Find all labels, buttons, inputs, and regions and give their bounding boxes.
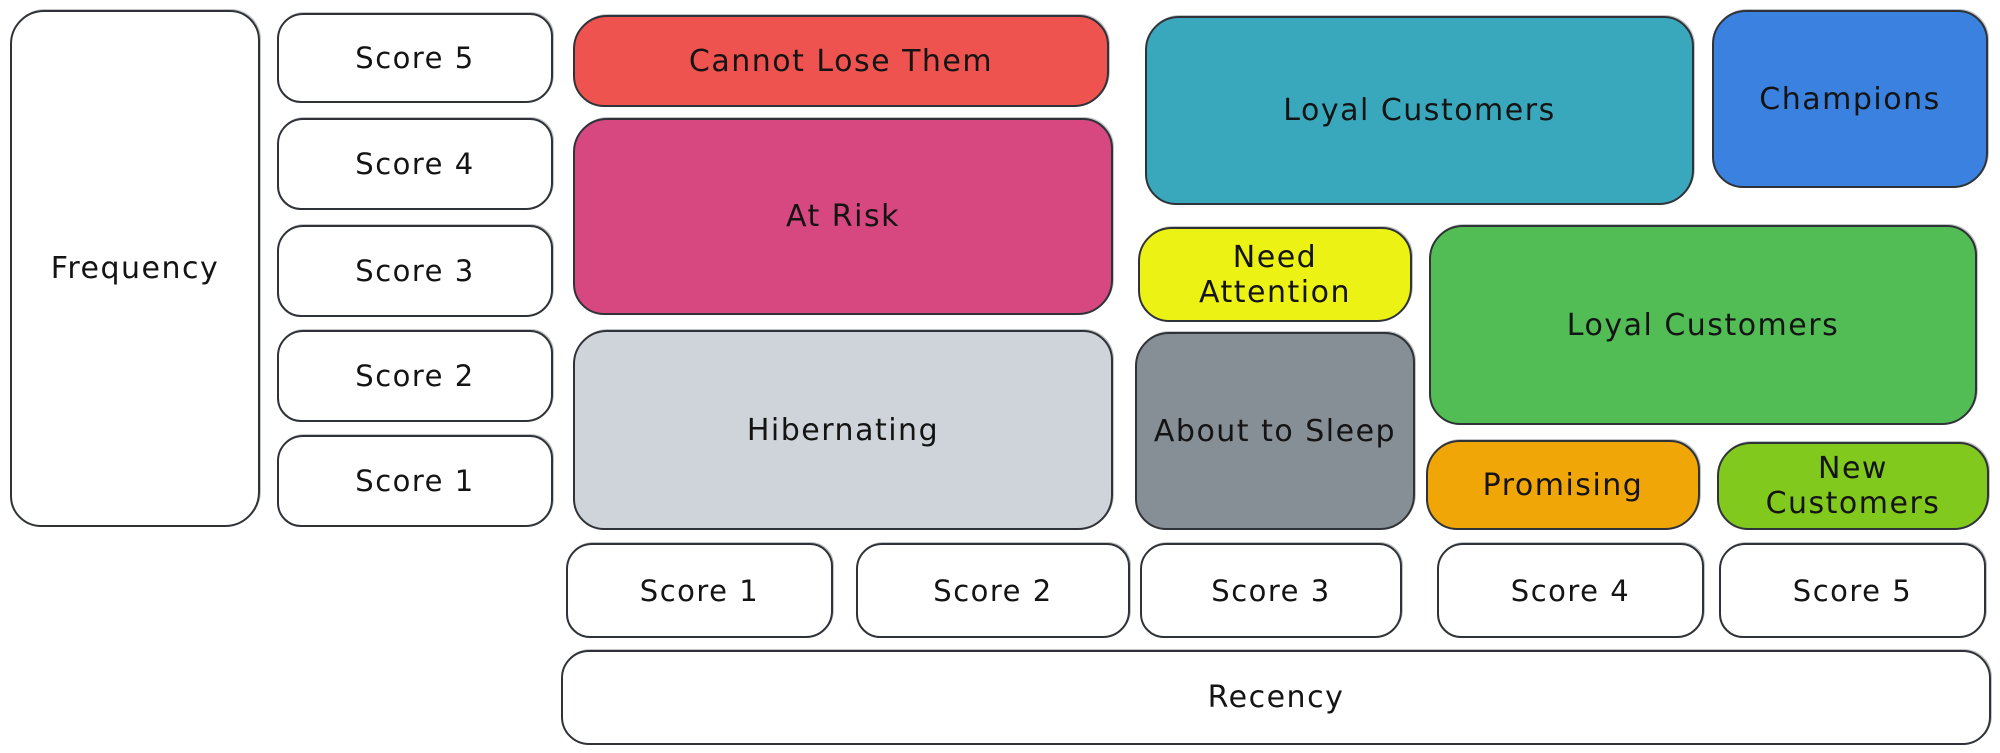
segment-at-risk: At Risk — [573, 118, 1113, 315]
segment-label: New Customers — [1765, 451, 1941, 521]
segment-new-customers: New Customers — [1717, 442, 1989, 530]
recency-score-3: Score 3 — [1140, 543, 1402, 638]
recency-score-5: Score 5 — [1719, 543, 1986, 638]
segment-label: Loyal Customers — [1283, 93, 1556, 128]
segment-champions: Champions — [1712, 10, 1988, 188]
segment-hibernating: Hibernating — [573, 330, 1113, 530]
frequency-score-3: Score 3 — [277, 225, 553, 317]
segment-label: Need Attention — [1199, 239, 1351, 310]
segment-label: Loyal Customers — [1566, 307, 1840, 343]
frequency-score-1: Score 1 — [277, 435, 553, 527]
frequency-axis-label: Frequency — [10, 10, 260, 527]
score-label: Score 2 — [933, 573, 1053, 608]
segment-promising: Promising — [1426, 440, 1700, 530]
segment-label: Cannot Lose Them — [688, 43, 994, 79]
score-label: Score 2 — [355, 359, 475, 393]
frequency-score-2: Score 2 — [277, 330, 553, 422]
axis-label-text: Recency — [1207, 680, 1345, 715]
recency-score-4: Score 4 — [1437, 543, 1704, 638]
segment-label: Champions — [1759, 81, 1941, 117]
axis-label-text: Frequency — [50, 251, 220, 286]
segment-need-attention: Need Attention — [1138, 227, 1412, 322]
segment-cannot-lose-them: Cannot Lose Them — [573, 15, 1109, 107]
segment-label: Promising — [1482, 467, 1644, 503]
recency-score-1: Score 1 — [566, 543, 833, 638]
score-label: Score 1 — [639, 573, 760, 608]
segment-label: At Risk — [786, 199, 900, 234]
segment-label: About to Sleep — [1153, 413, 1397, 449]
segment-label: Hibernating — [746, 412, 940, 448]
segment-loyal-customers-teal: Loyal Customers — [1145, 16, 1694, 205]
segment-loyal-customers-green: Loyal Customers — [1429, 225, 1977, 425]
score-label: Score 5 — [1792, 573, 1913, 608]
frequency-score-4: Score 4 — [277, 118, 553, 210]
recency-score-2: Score 2 — [856, 543, 1130, 638]
score-label: Score 5 — [355, 41, 475, 75]
recency-axis-label: Recency — [561, 650, 1991, 745]
score-label: Score 1 — [355, 464, 475, 498]
score-label: Score 4 — [1510, 573, 1631, 608]
score-label: Score 3 — [355, 254, 475, 288]
segment-about-to-sleep: About to Sleep — [1135, 332, 1415, 530]
frequency-score-5: Score 5 — [277, 13, 553, 103]
score-label: Score 4 — [355, 147, 475, 181]
score-label: Score 3 — [1211, 573, 1331, 608]
